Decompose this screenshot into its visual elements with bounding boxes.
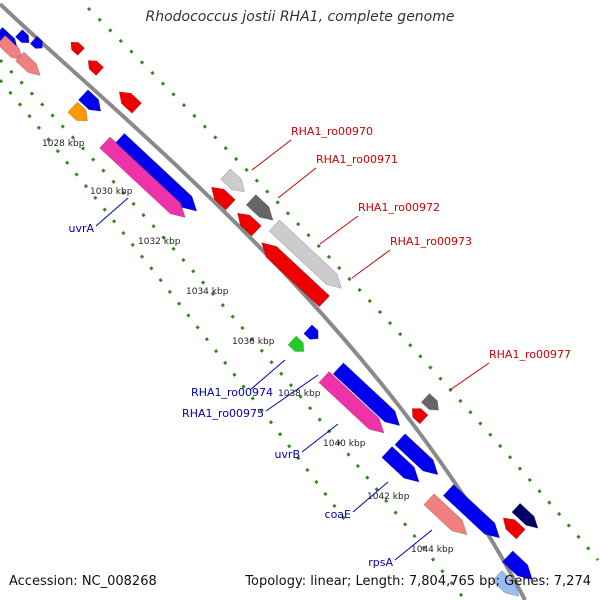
kbp-tick-label: 1032 kbp <box>138 237 181 247</box>
gene-uvrB-blue[interactable] <box>332 362 405 431</box>
gene-coaE-blue-2[interactable] <box>381 446 424 488</box>
gene-label-leader <box>301 423 339 453</box>
gene-label-leader <box>449 362 490 391</box>
gene-label-leader <box>265 374 319 412</box>
gene-label[interactable]: RHA1_ro00973 <box>390 235 472 248</box>
genome-backbone <box>0 2 527 600</box>
gene-blue-bottom[interactable] <box>502 550 537 585</box>
gene-coaE-blue[interactable] <box>394 433 443 480</box>
gene-uvrA-blue[interactable] <box>113 132 202 216</box>
gene-label-leader <box>352 481 389 513</box>
gene-green[interactable] <box>287 335 308 356</box>
gene-label[interactable]: coaE <box>325 508 352 521</box>
kbp-tick-label: 1034 kbp <box>186 287 229 297</box>
gene-uvrA-pink[interactable] <box>99 136 191 223</box>
gene-uvrB-pink[interactable] <box>318 371 389 439</box>
gene-topleft-blue-3[interactable] <box>29 35 46 51</box>
gene-topleft-blue-2[interactable] <box>15 29 32 47</box>
gene-label[interactable]: RHA1_ro00972 <box>358 201 440 214</box>
map-title: Rhodococcus jostii RHA1, complete genome <box>145 9 455 25</box>
gene-navy[interactable] <box>511 502 542 532</box>
gene-label[interactable]: rpsA <box>368 556 393 569</box>
accession-text: Accession: NC_008268 <box>9 574 157 589</box>
kbp-tick-label: 1040 kbp <box>323 439 366 449</box>
gene-ro00973[interactable] <box>268 219 347 294</box>
gene-blue-a[interactable] <box>78 89 105 117</box>
kbp-tick-label: 1038 kbp <box>278 389 321 399</box>
gene-ro00972[interactable] <box>233 208 262 237</box>
gene-label-leader <box>251 139 292 171</box>
gene-red-f[interactable] <box>499 513 526 540</box>
gene-label-leader <box>277 167 317 199</box>
gene-lightblue-bottom[interactable] <box>491 570 523 600</box>
gene-label-leader <box>351 249 391 279</box>
gene-label[interactable]: uvrA <box>68 222 94 235</box>
gene-red-a[interactable] <box>67 39 85 56</box>
gene-label[interactable]: RHA1_ro00971 <box>316 153 398 166</box>
kbp-tick-label: 1042 kbp <box>367 492 410 502</box>
gene-topleft-pink-2[interactable] <box>15 51 45 80</box>
gene-label-leader <box>249 359 286 391</box>
gene-ro00977[interactable] <box>408 404 429 425</box>
gene-red-c[interactable] <box>114 87 142 114</box>
gene-gray-b[interactable] <box>420 393 442 414</box>
gene-label[interactable]: RHA1_ro00974 <box>191 386 273 399</box>
gene-red-d[interactable] <box>207 182 236 211</box>
gene-ro00970[interactable] <box>220 168 250 197</box>
gene-label[interactable]: RHA1_ro00975 <box>182 407 264 420</box>
gene-label-leader <box>394 529 433 561</box>
gene-rpsA-pink[interactable] <box>423 493 472 540</box>
dotted-track-1 <box>86 6 600 561</box>
gene-label-leader <box>319 215 359 245</box>
gene-label[interactable]: RHA1_ro00977 <box>489 348 571 361</box>
kbp-tick-label: 1036 kbp <box>232 337 275 347</box>
kbp-tick-label: 1028 kbp <box>42 139 85 149</box>
gene-topleft-pink[interactable] <box>0 34 27 64</box>
dotted-track-3 <box>0 79 347 521</box>
gene-orange[interactable] <box>67 101 92 126</box>
kbp-tick-label: 1030 kbp <box>90 187 133 197</box>
kbp-tick-label: 1044 kbp <box>411 545 454 555</box>
gene-label-leader <box>95 197 129 227</box>
genome-stats-text: Topology: linear; Length: 7,804,765 bp; … <box>245 574 591 589</box>
gene-ro00974[interactable] <box>303 324 322 343</box>
gene-label[interactable]: uvrB <box>274 448 300 461</box>
gene-rpsA-blue[interactable] <box>442 484 504 544</box>
gene-label[interactable]: RHA1_ro00970 <box>291 125 373 138</box>
gene-ro00971[interactable] <box>245 194 277 226</box>
gene-red-e[interactable] <box>256 237 330 308</box>
gene-red-b[interactable] <box>84 57 105 76</box>
